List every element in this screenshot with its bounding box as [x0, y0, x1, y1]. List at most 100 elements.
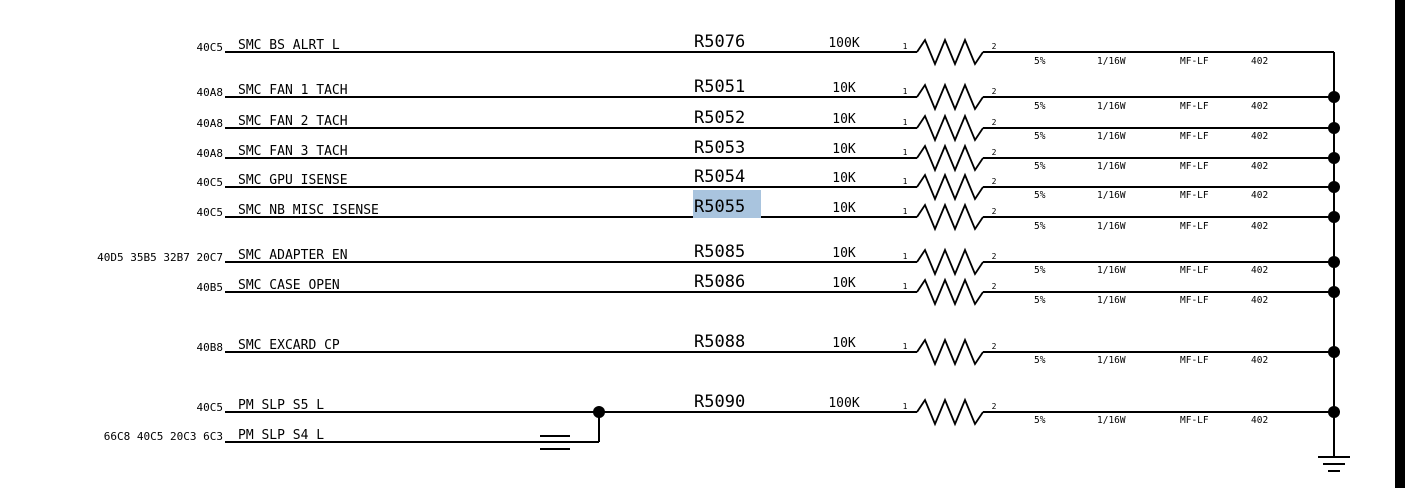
resistor-value: 10K	[832, 336, 856, 351]
resistor-value: 100K	[828, 396, 859, 411]
pin-1-label: 1	[903, 282, 908, 291]
page-refs: 40A8	[197, 147, 224, 160]
reference-designator[interactable]: R5055	[694, 197, 745, 217]
net-label[interactable]: SMC_CASE_OPEN	[238, 278, 340, 293]
pin-2-label: 2	[992, 342, 997, 351]
resistor-symbol[interactable]	[916, 277, 984, 307]
net-label[interactable]: SMC_BS_ALRT_L	[238, 38, 340, 53]
tolerance: 5%	[1034, 221, 1046, 232]
net-label[interactable]: SMC_GPU_ISENSE	[238, 173, 348, 188]
package-size: 402	[1251, 415, 1268, 426]
pin-1-label: 1	[903, 42, 908, 51]
pin-2-label: 2	[992, 282, 997, 291]
reference-designator[interactable]: R5054	[694, 167, 745, 187]
power-rating: 1/16W	[1097, 131, 1126, 142]
reference-designator[interactable]: R5051	[694, 77, 745, 97]
net-label[interactable]: SMC_FAN_1_TACH	[238, 83, 348, 98]
power-rating: 1/16W	[1097, 190, 1126, 201]
net-label[interactable]: SMC_NB_MISC_ISENSE	[238, 203, 379, 218]
extra-net-label[interactable]: PM_SLP_S4_L	[238, 428, 324, 443]
package-size: 402	[1251, 221, 1268, 232]
pin-1-label: 1	[903, 148, 908, 157]
page-refs: 40C5	[197, 41, 224, 54]
pin-1-label: 1	[903, 207, 908, 216]
window-right-edge	[1395, 0, 1405, 488]
pullup-rail	[1318, 52, 1350, 472]
package-size: 402	[1251, 355, 1268, 366]
resistor-type: MF-LF	[1180, 101, 1209, 112]
resistor-value: 10K	[832, 276, 856, 291]
reference-designator[interactable]: R5090	[694, 392, 745, 412]
resistor-type: MF-LF	[1180, 190, 1209, 201]
page-refs: 40D5 35B5 32B7 20C7	[97, 251, 223, 264]
resistor-value: 10K	[832, 142, 856, 157]
resistor-symbol[interactable]	[916, 172, 984, 202]
package-size: 402	[1251, 56, 1268, 67]
tolerance: 5%	[1034, 265, 1046, 276]
pin-2-label: 2	[992, 252, 997, 261]
resistor-symbol[interactable]	[916, 337, 984, 367]
resistor-symbol[interactable]	[916, 82, 984, 112]
resistor-type: MF-LF	[1180, 355, 1209, 366]
pin-2-label: 2	[992, 207, 997, 216]
resistor-value: 10K	[832, 171, 856, 186]
pin-2-label: 2	[992, 42, 997, 51]
power-rating: 1/16W	[1097, 415, 1126, 426]
resistor-symbol[interactable]	[916, 113, 984, 143]
pin-2-label: 2	[992, 118, 997, 127]
reference-designator[interactable]: R5076	[694, 32, 745, 52]
net-label[interactable]: PM_SLP_S5_L	[238, 398, 324, 413]
resistor-symbol[interactable]	[916, 247, 984, 277]
pin-1-label: 1	[903, 252, 908, 261]
package-size: 402	[1251, 190, 1268, 201]
tolerance: 5%	[1034, 131, 1046, 142]
resistor-symbol[interactable]	[916, 397, 984, 427]
tolerance: 5%	[1034, 355, 1046, 366]
page-refs: 40A8	[197, 86, 224, 99]
resistor-symbol[interactable]	[916, 202, 984, 232]
net-label[interactable]: SMC_FAN_2_TACH	[238, 114, 348, 129]
resistor-type: MF-LF	[1180, 161, 1209, 172]
reference-designator[interactable]: R5085	[694, 242, 745, 262]
power-rating: 1/16W	[1097, 355, 1126, 366]
resistor-type: MF-LF	[1180, 131, 1209, 142]
net-label[interactable]: SMC_ADAPTER_EN	[238, 248, 348, 263]
resistor-value: 10K	[832, 112, 856, 127]
tolerance: 5%	[1034, 101, 1046, 112]
pin-2-label: 2	[992, 148, 997, 157]
package-size: 402	[1251, 161, 1268, 172]
resistor-value: 10K	[832, 81, 856, 96]
reference-designator[interactable]: R5052	[694, 108, 745, 128]
tolerance: 5%	[1034, 56, 1046, 67]
power-rating: 1/16W	[1097, 221, 1126, 232]
tolerance: 5%	[1034, 295, 1046, 306]
pin-1-label: 1	[903, 177, 908, 186]
resistor-symbol[interactable]	[916, 37, 984, 67]
pin-1-label: 1	[903, 87, 908, 96]
resistor-row: 40A8 SMC_FAN_1_TACH R5051 10K 1 2 5% 1/16W MF-LF…	[197, 77, 1340, 112]
package-size: 402	[1251, 101, 1268, 112]
pin-2-label: 2	[992, 177, 997, 186]
reference-designator[interactable]: R5088	[694, 332, 745, 352]
page-refs: 40A8	[197, 117, 224, 130]
power-rating: 1/16W	[1097, 295, 1126, 306]
pin-2-label: 2	[992, 87, 997, 96]
page-refs: 40B5	[197, 281, 224, 294]
net-label[interactable]: SMC_FAN_3_TACH	[238, 144, 348, 159]
reference-designator[interactable]: R5053	[694, 138, 745, 158]
resistor-value: 10K	[832, 201, 856, 216]
page-refs: 40C5	[197, 401, 224, 414]
resistor-symbol[interactable]	[916, 143, 984, 173]
pin-1-label: 1	[903, 118, 908, 127]
net-label[interactable]: SMC_EXCARD_CP	[238, 338, 340, 353]
reference-designator[interactable]: R5086	[694, 272, 745, 292]
power-rating: 1/16W	[1097, 101, 1126, 112]
